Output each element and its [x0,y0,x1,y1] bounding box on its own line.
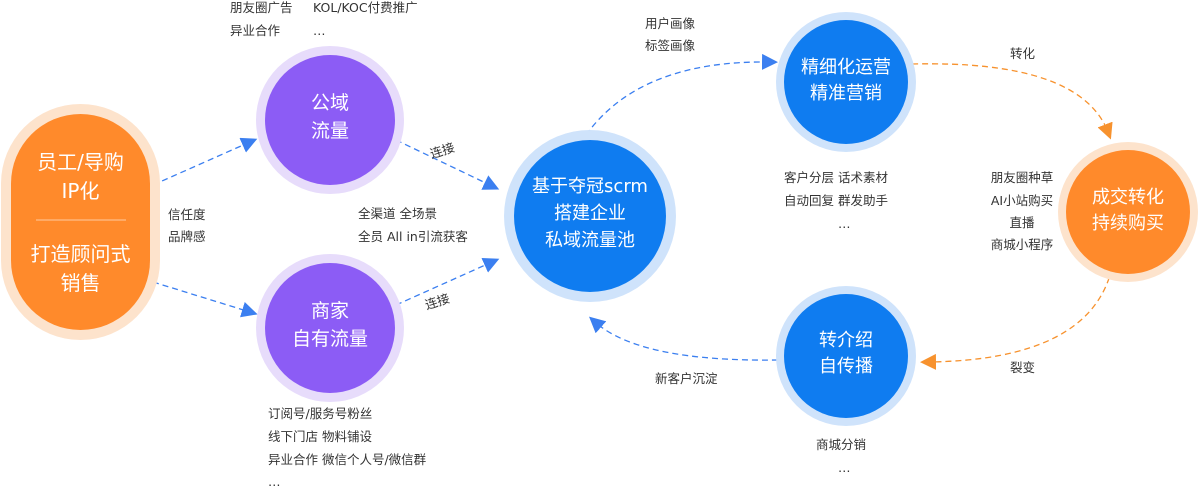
refined-line2: 精准营销 [810,83,882,105]
deal-channel-4: 商城小程序 [990,237,1054,252]
public-note-3: 异业合作 [230,23,281,38]
public-line2: 流量 [310,119,349,142]
portrait-note-1: 用户画像 [645,16,696,31]
arrow-public-to-pool [395,139,500,190]
pool-line1: 基于夺冠scrm [532,176,648,197]
referral-note-1: 商城分销 [816,437,867,452]
referral-note-2: … [838,460,851,475]
portrait-note-2: 标签画像 [645,38,696,53]
referral-line2: 自传播 [819,356,873,378]
deal-line2: 持续购买 [1092,213,1164,235]
deal-channel-2: AI小站购买 [990,193,1054,208]
merchant-label: 商家 自有流量 [265,298,395,353]
merchant-traffic-node [256,254,404,402]
arrow-referral-to-pool [589,316,779,361]
employee-line1: 员工/导购 [37,150,124,174]
employee-line4: 销售 [60,271,101,295]
channels-note-2: 全员 All in引流获客 [358,229,468,244]
public-traffic-node [256,46,404,194]
merchant-line2: 自有流量 [291,327,368,350]
deal-line1: 成交转化 [1092,187,1164,208]
arrow-merchant-to-pool [395,257,500,306]
trust-note-1: 信任度 [168,207,206,222]
merchant-note-4: … [268,474,281,489]
employee-label-top: 员工/导购 IP化 [11,148,150,206]
refined-label: 精细化运营 精准营销 [784,55,908,107]
deal-conversion-node [1058,142,1198,282]
private-pool-node [504,130,676,302]
fission-label: 裂变 [1010,360,1036,375]
refined-ops-node [776,12,916,152]
arrow-refined-to-deal [911,63,1113,140]
public-note-2: KOL/KOC付费推广 [313,0,418,15]
ops-tools-note-3: … [838,216,851,231]
arrow-employee-to-merchant [152,281,258,318]
deal-label: 成交转化 持续购买 [1066,185,1190,237]
employee-node [1,104,160,340]
ops-tools-note-1: 客户分层 话术素材 [784,170,888,185]
deal-channel-3: 直播 [1009,215,1035,230]
employee-line3: 打造顾问式 [30,242,131,266]
new-customers-label: 新客户沉淀 [655,371,718,386]
deal-channel-1: 朋友圈种草 [990,170,1054,185]
pool-label: 基于夺冠scrm 搭建企业 私域流量池 [514,173,666,254]
arrow-pool-to-refined [585,53,778,136]
public-note-1: 朋友圈广告 [230,0,293,15]
merchant-note-2: 线下门店 物料铺设 [268,429,372,444]
referral-label: 转介绍 自传播 [784,328,908,380]
public-note-4: … [313,23,326,38]
merchant-note-3: 异业合作 微信个人号/微信群 [268,452,427,467]
channels-note-1: 全渠道 全场景 [358,206,437,221]
ops-tools-note-2: 自动回复 群发助手 [784,193,888,208]
referral-line1: 转介绍 [819,330,873,351]
employee-line2: IP化 [61,179,100,203]
referral-node [776,286,916,426]
pool-line3: 私域流量池 [545,230,635,251]
public-line1: 公域 [310,92,349,114]
public-label: 公域 流量 [265,90,395,145]
conversion-label: 转化 [1010,46,1036,61]
arrow-deal-to-referral [920,267,1113,370]
merchant-line1: 商家 [310,300,349,322]
employee-label-bottom: 打造顾问式 销售 [11,240,150,298]
trust-note-2: 品牌感 [168,229,206,244]
arrow-employee-to-public [152,137,258,186]
pool-line2: 搭建企业 [554,203,626,224]
merchant-note-1: 订阅号/服务号粉丝 [268,406,373,421]
refined-line1: 精细化运营 [801,57,891,78]
